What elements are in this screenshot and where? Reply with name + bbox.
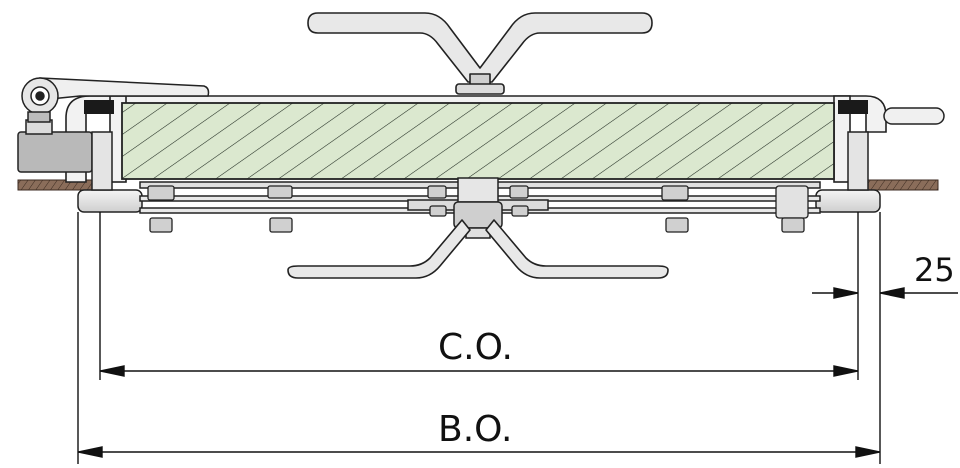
- center-hub: [453, 177, 503, 239]
- bottom-handle: [287, 219, 669, 279]
- hinge-assembly: [17, 77, 210, 173]
- build-opening-label: B.O.: [438, 409, 513, 450]
- insulation-panel: [121, 102, 835, 180]
- floor-right: [861, 179, 939, 191]
- locking-bolt: [883, 107, 945, 125]
- dimension-lines: [77, 212, 958, 464]
- clear-opening-label: C.O.: [438, 327, 513, 368]
- gasket-right: [838, 100, 868, 114]
- gasket-left: [84, 100, 114, 114]
- top-handle: [307, 12, 653, 95]
- fasteners: [147, 185, 809, 233]
- flange-width-label: 25: [914, 251, 955, 289]
